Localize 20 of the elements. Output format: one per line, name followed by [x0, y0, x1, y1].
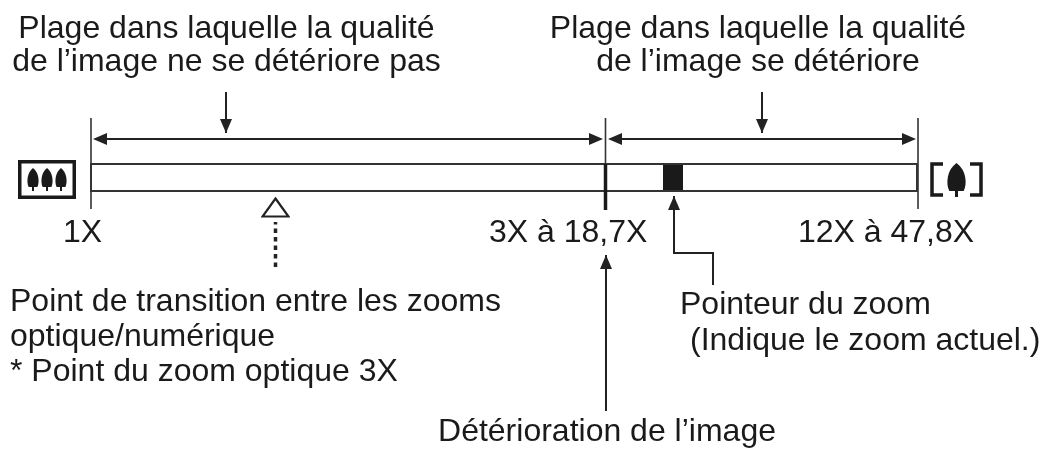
arrow [600, 254, 612, 412]
transition-point-label: Point de transition entre les zooms optique/numérique [10, 283, 502, 353]
zoom-value-label: 12X à 47,8X [798, 215, 975, 247]
dimension-line [93, 133, 603, 145]
dotted-leader-line [273, 222, 278, 267]
zoom-value-label: 3X à 18,7X [489, 215, 651, 247]
triangle-marker [261, 197, 290, 218]
arrow [756, 91, 768, 134]
zoom-pointer [663, 165, 683, 190]
leader-arrow [668, 195, 714, 286]
zoom-bar [90, 163, 918, 192]
footnote: * Point du zoom optique 3X [10, 353, 398, 388]
range-label: Plage dans laquelle la qualité de l’image ne se détériore pas [4, 11, 449, 77]
range-label: Plage dans laquelle la qualité de l’image se détériore [538, 11, 978, 77]
zoom-value-label: 1X [63, 215, 103, 247]
pointer-note: (Indique le zoom actuel.) [690, 321, 1041, 357]
pointer-label: Pointeur du zoom [680, 285, 931, 321]
arrow [220, 91, 232, 134]
dimension-line [608, 133, 916, 145]
callout-label: Détérioration de l’image [435, 414, 779, 446]
